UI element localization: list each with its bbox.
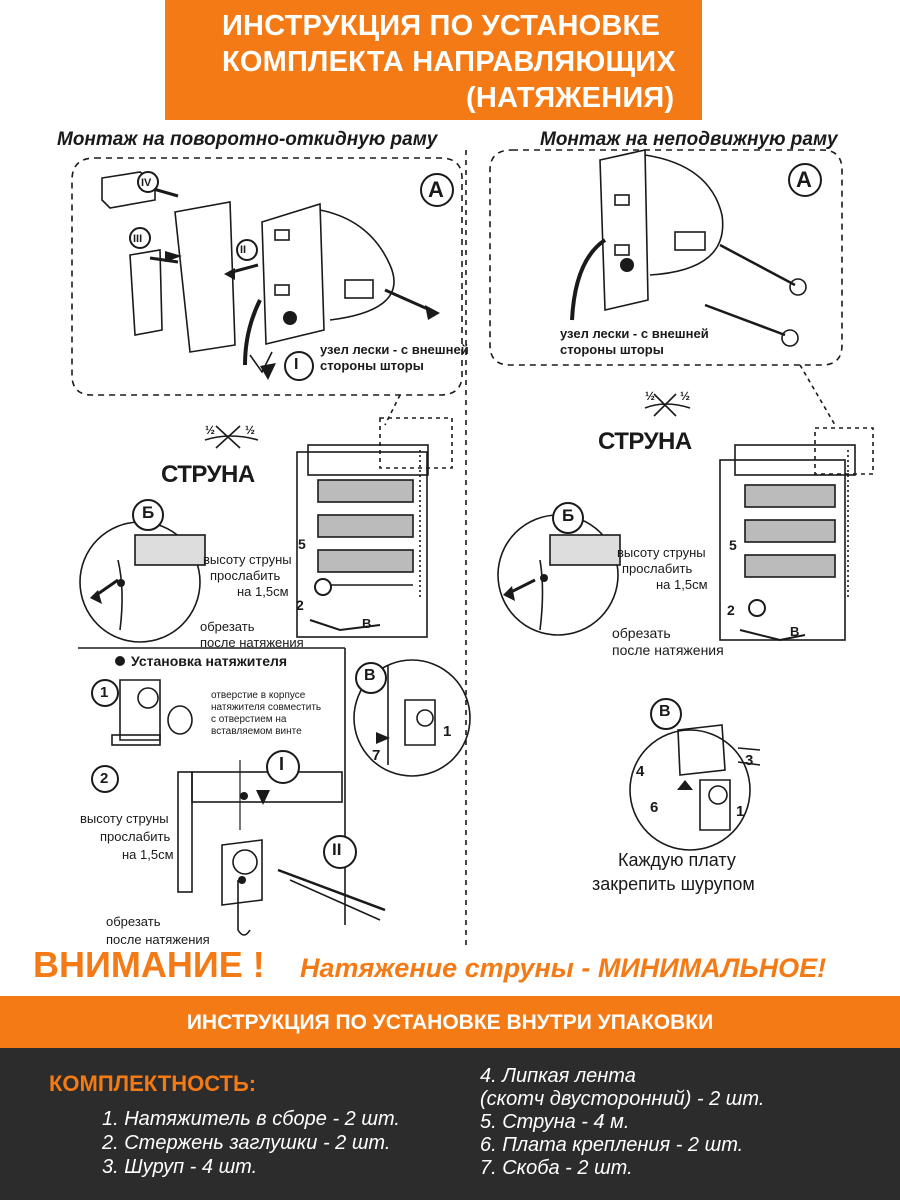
left-roman-2: II — [240, 244, 247, 256]
left-num-5: 5 — [298, 536, 306, 552]
right-knot-note-1: узел лески - с внешней — [560, 326, 709, 341]
right-marker-b: Б — [562, 506, 575, 525]
tensioner-note-3: с отверстием на — [211, 714, 287, 725]
right-slack-2: прослабить — [622, 561, 693, 576]
plate-num-1: 1 — [736, 803, 745, 820]
left-roman-3: III — [133, 233, 143, 245]
kit-item: (скотч двусторонний) - 2 шт. — [480, 1088, 765, 1110]
left-slack-1: высоту струны — [203, 552, 292, 567]
header-title-line2: КОМПЛЕКТА НАПРАВЛЯЮЩИХ — [222, 46, 676, 78]
left-string-label: СТРУНА — [161, 461, 255, 488]
plate-marker-v: В — [659, 703, 671, 720]
left-detail-outline — [71, 157, 463, 396]
header-title-line1: ИНСТРУКЦИЯ ПО УСТАНОВКЕ — [222, 10, 660, 42]
left-marker-a: А — [428, 177, 444, 202]
kit-item: 5. Струна - 4 м. — [480, 1111, 630, 1133]
left-blind-frame — [296, 451, 428, 638]
left-scissors-icon — [215, 425, 241, 449]
package-bar-text: ИНСТРУКЦИЯ ПО УСТАНОВКЕ ВНУТРИ УПАКОВКИ — [186, 1011, 714, 1034]
tensioner-slack-3: на 1,5см — [122, 847, 174, 862]
right-slack-3: на 1,5см — [656, 577, 708, 592]
right-num-2: 2 — [727, 602, 735, 618]
bullet-dot — [115, 656, 125, 666]
tensioner-cut-1: обрезать — [106, 914, 161, 929]
kit-item: 2. Стержень заглушки - 2 шт. — [102, 1132, 391, 1154]
plate-num-6: 6 — [650, 799, 659, 816]
left-roman-1: I — [294, 356, 299, 373]
header-banner — [165, 0, 702, 120]
left-cut-1: обрезать — [200, 619, 255, 634]
right-half-2: ½ — [680, 389, 691, 403]
part-iii — [129, 249, 163, 336]
warning-text: Натяжение струны - МИНИМАЛЬНОЕ! — [300, 953, 827, 983]
left-slack-2: прослабить — [210, 568, 281, 583]
plate-note-2: закрепить шурупом — [592, 874, 755, 894]
right-slack-1: высоту струны — [617, 545, 706, 560]
left-knot-note-2: стороны шторы — [320, 358, 424, 373]
tensioner-note-1: отверстие в корпусе — [211, 690, 306, 701]
kit-item: 3. Шуруп - 4 шт. — [102, 1156, 258, 1178]
right-section-title: Монтаж на неподвижную раму — [540, 129, 838, 150]
kit-item: 1. Натяжитель в сборе - 2 шт. — [102, 1108, 400, 1130]
left-detail-num-7: 7 — [372, 747, 381, 764]
header-title-line3: (НАТЯЖЕНИЯ) — [466, 82, 675, 114]
tensioner-title: Установка натяжителя — [131, 653, 288, 669]
plate-num-4: 4 — [636, 763, 645, 780]
right-detail-outline — [489, 149, 843, 366]
tensioner-roman-2: II — [332, 840, 342, 859]
right-scissors-icon — [653, 393, 677, 417]
right-marker-a: А — [796, 167, 812, 192]
tensioner-slack-1: высоту струны — [80, 811, 169, 826]
right-half-1: ½ — [645, 389, 656, 403]
right-bracket-arm — [644, 154, 724, 276]
kit-item: 4. Липкая лента — [480, 1065, 636, 1087]
tensioner-note-2: натяжителя совместить — [211, 702, 322, 713]
left-cut-2: после натяжения — [200, 635, 304, 650]
left-detail-num-1: 1 — [443, 723, 452, 740]
tensioner-step-2: 2 — [100, 770, 109, 787]
part-rail — [174, 201, 236, 353]
right-detail-b-circle — [497, 514, 619, 636]
package-bar — [0, 996, 900, 1048]
left-half-2: ½ — [245, 423, 256, 437]
plate-note-1: Каждую плату — [618, 850, 736, 870]
left-roman-4: IV — [141, 177, 152, 189]
tensioner-roman-1: I — [279, 754, 285, 774]
tensioner-body — [119, 679, 161, 741]
tensioner-slack-2: прослабить — [100, 829, 171, 844]
left-marker-b: Б — [142, 503, 155, 522]
kit-item: 6. Плата крепления - 2 шт. — [480, 1134, 744, 1156]
left-marker-v: В — [362, 616, 372, 631]
bracket-arm — [319, 209, 395, 321]
kit-panel — [0, 1048, 900, 1200]
right-plate-circle — [629, 729, 751, 851]
screw-2 — [704, 303, 786, 337]
left-detail-v-marker: В — [364, 667, 376, 684]
bracket-body — [261, 202, 325, 346]
right-marker-v: В — [790, 624, 800, 639]
plate-num-3: 3 — [745, 752, 754, 769]
warning-heading: ВНИМАНИЕ ! — [33, 944, 265, 985]
kit-item: 7. Скоба - 2 шт. — [480, 1157, 633, 1179]
right-cut-2: после натяжения — [612, 642, 724, 658]
left-slack-3: на 1,5см — [237, 584, 289, 599]
right-num-5: 5 — [729, 537, 737, 553]
right-bracket-body — [599, 149, 649, 311]
screw-1 — [719, 243, 796, 287]
part-iv — [101, 171, 156, 209]
tensioner-cut-2: после натяжения — [106, 932, 210, 947]
left-section-title: Монтаж на поворотно-откидную раму — [57, 129, 438, 150]
right-cut-1: обрезать — [612, 625, 671, 641]
left-detail-v-circle — [353, 659, 471, 777]
left-knot-note-1: узел лески - с внешней — [320, 342, 469, 357]
tensioner-note-4: вставляемом винте — [211, 726, 302, 737]
left-num-2: 2 — [296, 597, 304, 613]
right-knot-note-2: стороны шторы — [560, 342, 664, 357]
tensioner-step-1: 1 — [100, 684, 109, 701]
kit-title: КОМПЛЕКТНОСТЬ: — [49, 1071, 257, 1096]
right-string-label: СТРУНА — [598, 428, 692, 455]
left-half-1: ½ — [205, 423, 216, 437]
